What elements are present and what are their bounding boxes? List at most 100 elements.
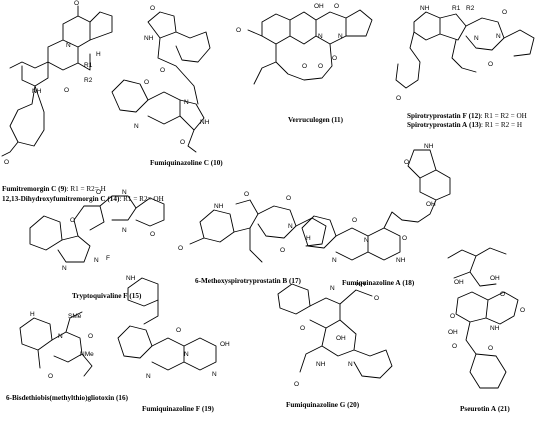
atom-label: O — [488, 61, 493, 68]
structure-gliotoxin-derivative: SMe O NMe N O H — [19, 311, 94, 380]
atom-label: NMe — [80, 351, 94, 358]
compound-number: (9) — [58, 185, 67, 193]
structure-fumiquinazoline-c: O NH O O N NH O N — [111, 5, 211, 153]
compound-number: (20) — [347, 401, 360, 409]
atom-label: N — [122, 189, 127, 196]
compound-number: (11) — [331, 116, 344, 124]
atom-label: N — [134, 123, 139, 130]
atom-label: O — [236, 27, 241, 34]
atom-label: NH — [144, 35, 154, 42]
atom-label: N — [474, 35, 479, 42]
compound-number: (13) — [469, 121, 482, 129]
label-gliotoxin-derivative: 6-Bisdethiobis(methylthio)gliotoxin (16) — [6, 394, 129, 402]
label-dihydroxyfumitremorgin-c: 12,13-Dihydroxyfumitremorgin C (14): R1 … — [2, 195, 164, 203]
atom-label: O — [520, 307, 525, 314]
atom-label: N — [94, 257, 99, 264]
atom-label: N — [364, 237, 369, 244]
atom-label: O — [178, 245, 183, 252]
atom-label: R2 — [466, 5, 475, 12]
label-fumiquinazoline-f: Fumiquinazoline F (19) — [142, 405, 214, 413]
atom-label: O — [160, 67, 165, 74]
structure-fumitremorgin-c: N O O NH R1 R2 H O — [1, 0, 113, 166]
atom-label: O — [70, 217, 75, 224]
atom-label: O — [150, 5, 155, 12]
compound-number: (10) — [210, 159, 223, 167]
atom-label: NH — [356, 281, 366, 288]
atom-label: O — [450, 313, 455, 320]
label-spirotryprostatin-f: Spirotryprostatin F (12): R1 = R2 = OH — [407, 112, 527, 120]
label-fumiquinazoline-a: Fumiquinazoline A (18) — [342, 279, 415, 287]
atom-label: OH — [454, 279, 464, 286]
atom-label: OH — [490, 275, 500, 282]
atom-label: NH — [200, 119, 210, 126]
compound-note: : R1 = R2= OH — [119, 195, 164, 203]
atom-label: N — [62, 265, 67, 272]
structure-pseurotin-a: OH OH O O O OH NH O O — [447, 247, 525, 389]
compound-number: (17) — [288, 277, 301, 285]
atom-label: R1 — [452, 5, 461, 12]
atom-label: NH — [126, 275, 136, 282]
label-tryptoquivaline-f: Tryptoquivaline F (15) — [72, 292, 141, 300]
atom-label: N — [332, 257, 337, 264]
label-verruculogen: Verruculogen (11) — [288, 116, 344, 124]
atom-label: N — [122, 227, 127, 234]
atom-label: H — [30, 311, 35, 318]
atom-label: NH — [316, 361, 326, 368]
atom-label: N — [288, 223, 293, 230]
compound-name: Fumitremorgin C — [2, 185, 57, 193]
structure-fumiquinazoline-f: NH O N OH N N — [117, 275, 230, 380]
structure-verruculogen: O OH O O O O N N — [236, 3, 373, 85]
atom-label: N — [66, 42, 71, 49]
atom-label: N — [146, 373, 151, 380]
atom-label: O — [48, 373, 53, 380]
label-spirotryprostatin-a: Spirotryprostatin A (13): R1 = R2 = H — [407, 121, 522, 129]
atom-label: H — [96, 51, 101, 58]
structure-fumiquinazoline-g: N NH O O OH N NH O — [277, 281, 393, 388]
label-fumiquinazoline-c: Fumiquinazoline C (10) — [150, 159, 223, 167]
compound-name: Pseurotin A — [460, 405, 497, 413]
atom-label: OH — [314, 3, 324, 10]
compound-note: : R1 = R2 = OH — [480, 112, 527, 120]
compound-name: Verruculogen — [288, 116, 330, 124]
atom-label: O — [74, 0, 79, 7]
atom-label: H — [306, 235, 311, 242]
atom-label: O — [150, 231, 155, 238]
atom-label: NH — [420, 5, 430, 12]
structure-spirotryprostatin: NH R1 R2 O O O N N — [395, 5, 535, 102]
atom-label: O — [334, 3, 339, 10]
atom-label: N — [318, 33, 323, 40]
compound-name: 6-Methoxyspirotryprostatin B — [195, 277, 288, 285]
label-pseurotin-a: Pseurotin A (21) — [460, 405, 510, 413]
compound-number: (16) — [116, 394, 129, 402]
atom-label: N — [58, 333, 63, 340]
atom-label: O — [88, 333, 93, 340]
atom-label: OH — [448, 329, 458, 336]
atom-label: O — [396, 95, 401, 102]
atom-label: NH — [490, 325, 500, 332]
atom-label: R1 — [84, 62, 93, 69]
atom-label: O — [352, 217, 357, 224]
atom-label: O — [4, 159, 9, 166]
atom-label: N — [338, 33, 343, 40]
atom-label: O — [502, 9, 507, 16]
compound-number: (21) — [497, 405, 510, 413]
atom-label: O — [500, 291, 505, 298]
atom-label: N — [184, 351, 189, 358]
atom-label: O — [452, 343, 457, 350]
atom-label: O — [96, 189, 101, 196]
atom-label: OH — [336, 335, 346, 342]
label-fumiquinazoline-g: Fumiquinazoline G (20) — [286, 401, 360, 409]
compound-name: Fumiquinazoline F — [142, 405, 201, 413]
atom-label: NH — [396, 257, 406, 264]
atom-label: N — [330, 285, 335, 292]
atom-label: O — [332, 55, 337, 62]
label-6-methoxyspirotryprostatin-b: 6-Methoxyspirotryprostatin B (17) — [195, 277, 301, 285]
compound-number: (18) — [402, 279, 415, 287]
atom-label: F — [106, 255, 110, 262]
atom-label: O — [280, 247, 285, 254]
atom-label: N — [184, 99, 189, 106]
atom-label: O — [374, 295, 379, 302]
atom-label: O — [176, 327, 181, 334]
atom-label: O — [488, 345, 493, 352]
